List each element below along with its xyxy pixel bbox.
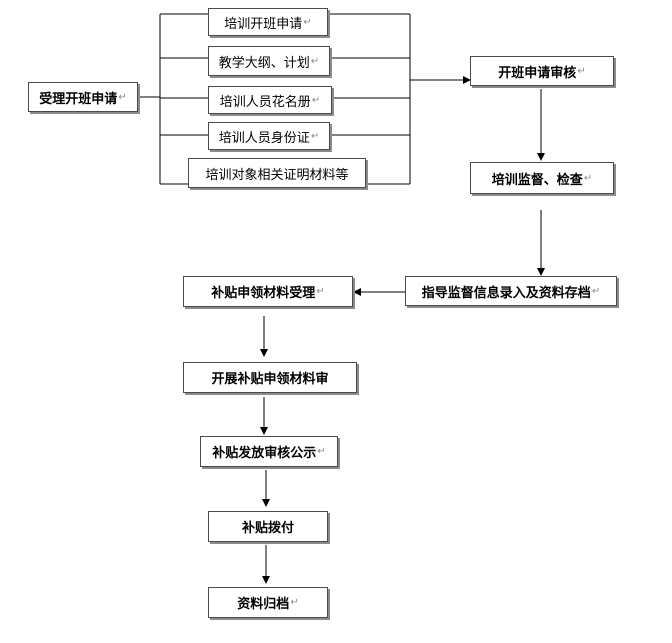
node-archive: 资料归档↵ (208, 587, 328, 618)
node-subsidy-review: 开展补贴申领材料审 (183, 362, 357, 393)
paragraph-mark: ↵ (316, 286, 325, 297)
paragraph-mark: ↵ (118, 91, 127, 103)
node-doc-certificates: 培训对象相关证明材料等 (188, 158, 366, 188)
node-publicity: 补贴发放审核公示↵ (200, 436, 338, 467)
node-subsidy-accept: 补贴申领材料受理↵ (183, 276, 353, 307)
paragraph-mark: ↵ (310, 55, 320, 67)
paragraph-mark: ↵ (310, 130, 320, 142)
paragraph-mark: ↵ (303, 16, 312, 28)
node-supervise: 培训监督、检查↵ (470, 162, 614, 194)
paragraph-mark: ↵ (591, 285, 601, 297)
paragraph-mark: ↵ (290, 597, 299, 608)
paragraph-mark: ↵ (317, 446, 326, 457)
node-doc-roster: 培训人员花名册↵ (208, 86, 332, 114)
node-accept-application: 受理开班申请↵ (28, 82, 138, 112)
node-doc-id-cards: 培训人员身份证↵ (208, 122, 330, 150)
node-doc-application: 培训开班申请↵ (208, 8, 328, 36)
node-review: 开班申请审核↵ (470, 56, 614, 86)
paragraph-mark: ↵ (583, 172, 593, 184)
node-doc-syllabus: 教学大纲、计划↵ (208, 46, 330, 76)
node-payment: 补贴拨付 (208, 511, 328, 542)
paragraph-mark: ↵ (577, 65, 586, 77)
paragraph-mark: ↵ (311, 94, 321, 106)
node-record-archive: 指导监督信息录入及资料存档↵ (405, 276, 617, 306)
